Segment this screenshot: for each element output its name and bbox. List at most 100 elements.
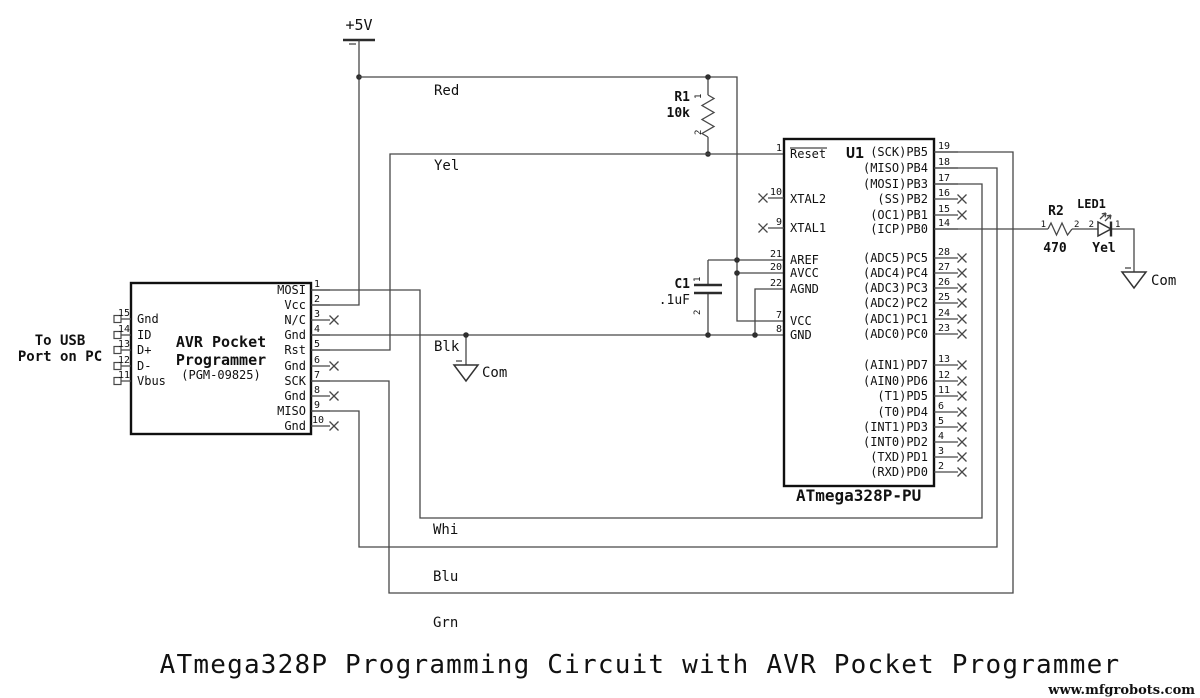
led1-ref: LED1: [1077, 197, 1106, 211]
pin-label: AGND: [790, 282, 819, 296]
pin-label: D-: [137, 359, 151, 373]
power-wire: [311, 40, 360, 306]
junction-dot: [705, 332, 711, 338]
no-connect-x: [956, 359, 968, 371]
pin-label: Vbus: [137, 374, 166, 388]
no-connect-x: [956, 252, 968, 264]
pin-number: 15: [938, 204, 950, 215]
pin-label: (T1)PD5: [877, 389, 928, 403]
miso-wire: [311, 167, 998, 548]
ground-symbol-com1: Com: [452, 360, 507, 383]
power-supply-5v: +5V: [311, 16, 375, 306]
pin-number: 23: [938, 323, 950, 334]
r2-pin1-num: 1: [1041, 220, 1046, 230]
pin-number: 21: [770, 249, 782, 260]
pin-number: 10: [770, 187, 782, 198]
pin-number: 11: [938, 385, 950, 396]
pin-number: 14: [118, 324, 130, 335]
chip-left-pin-stubs: [768, 197, 784, 229]
usb-pad: [113, 314, 122, 324]
no-connect-x: [956, 451, 968, 463]
pin-number: 12: [938, 370, 950, 381]
pin-label: (OC1)PB1: [870, 208, 928, 222]
r2-pin2-num: 2: [1074, 220, 1079, 230]
pin-number: 28: [938, 247, 950, 258]
c1-pin1-num: 1: [693, 277, 703, 282]
no-connect-x: [757, 192, 769, 204]
ground-icon: [452, 364, 480, 383]
pin-label: (AIN0)PD6: [863, 374, 928, 388]
programmer-part-number: (PGM-09825): [181, 368, 260, 382]
pin-label: Gnd: [284, 328, 306, 342]
chip-u1: U1 ATmega328P-PU 1 10 9 21 20 22 7 8 Res…: [757, 137, 968, 505]
pin-label: VCC: [790, 314, 812, 328]
pin-label: (INT0)PD2: [863, 435, 928, 449]
pin-label: (INT1)PD3: [863, 420, 928, 434]
pin-number: 10: [312, 415, 324, 426]
pin-label: (ADC5)PC5: [863, 251, 928, 265]
no-connect-x: [956, 328, 968, 340]
programmer-left-pin-stubs: [121, 318, 131, 382]
pin-label: (ADC1)PC1: [863, 312, 928, 326]
wire-label-blu: Blu: [433, 569, 458, 585]
reset-wire: [311, 153, 784, 351]
no-connect-x: [328, 360, 340, 372]
pin-label: (ADC2)PC2: [863, 296, 928, 310]
pin-label: XTAL2: [790, 192, 826, 206]
no-connect-x: [956, 313, 968, 325]
vcc-wire: [359, 76, 784, 322]
pin-number: 12: [118, 355, 130, 366]
c1-ref: C1: [674, 277, 690, 292]
pin-number: 13: [118, 339, 130, 350]
pin-label: MOSI: [277, 283, 306, 297]
net-blu-miso: Blu: [311, 167, 998, 585]
pin-number: 9: [314, 400, 320, 411]
programmer-outline: [129, 281, 313, 436]
chip-part-number: ATmega328P-PU: [796, 486, 921, 505]
pin-label: (ADC0)PC0: [863, 327, 928, 341]
no-connect-x: [956, 193, 968, 205]
c1-value: .1uF: [659, 293, 690, 308]
no-connect-x: [956, 209, 968, 221]
usb-note-line2: Port on PC: [18, 349, 102, 365]
pin-number: 27: [938, 262, 950, 273]
junction-dot: [705, 74, 711, 80]
pin-label: Gnd: [284, 359, 306, 373]
usb-note-line1: To USB: [35, 333, 86, 349]
r1-pin1-num: 1: [694, 94, 704, 99]
no-connect-x: [328, 420, 340, 432]
pin-label: Reset: [790, 147, 826, 161]
pin-number: 2: [938, 461, 944, 472]
pin-number: 7: [776, 310, 782, 321]
usb-pad: [113, 361, 122, 371]
resistor-r2: R2 470 1 2: [1041, 204, 1080, 256]
pin-number: 3: [938, 446, 944, 457]
no-connect-x: [956, 282, 968, 294]
junction-dot: [734, 257, 740, 263]
pin-number: 20: [770, 262, 782, 273]
pin-label: (SS)PB2: [877, 192, 928, 206]
led-emission-arrow: [1099, 212, 1107, 220]
pin-number: 6: [938, 401, 944, 412]
no-connect-x: [956, 267, 968, 279]
programmer-block: AVR Pocket Programmer (PGM-09825) 1 2 3 …: [18, 279, 340, 436]
pin-number: 25: [938, 292, 950, 303]
net-grn-sck: Grn: [311, 151, 1014, 631]
r2-ref: R2: [1048, 204, 1064, 219]
pin-label: (ICP)PB0: [870, 222, 928, 236]
no-connect-x: [956, 375, 968, 387]
pin-number: 24: [938, 308, 950, 319]
pin-number: 16: [938, 188, 950, 199]
no-connect-x: [956, 436, 968, 448]
pin-number: 4: [938, 431, 944, 442]
wire-label-grn: Grn: [433, 615, 458, 631]
r2-value: 470: [1043, 241, 1067, 256]
pin-label: Gnd: [137, 312, 159, 326]
capacitor-c1: C1 .1uF 1 2: [659, 260, 722, 338]
led1-pin2-num: 2: [1089, 220, 1094, 230]
no-connect-x: [956, 421, 968, 433]
pin-label: Gnd: [284, 419, 306, 433]
pin-label: D+: [137, 343, 151, 357]
